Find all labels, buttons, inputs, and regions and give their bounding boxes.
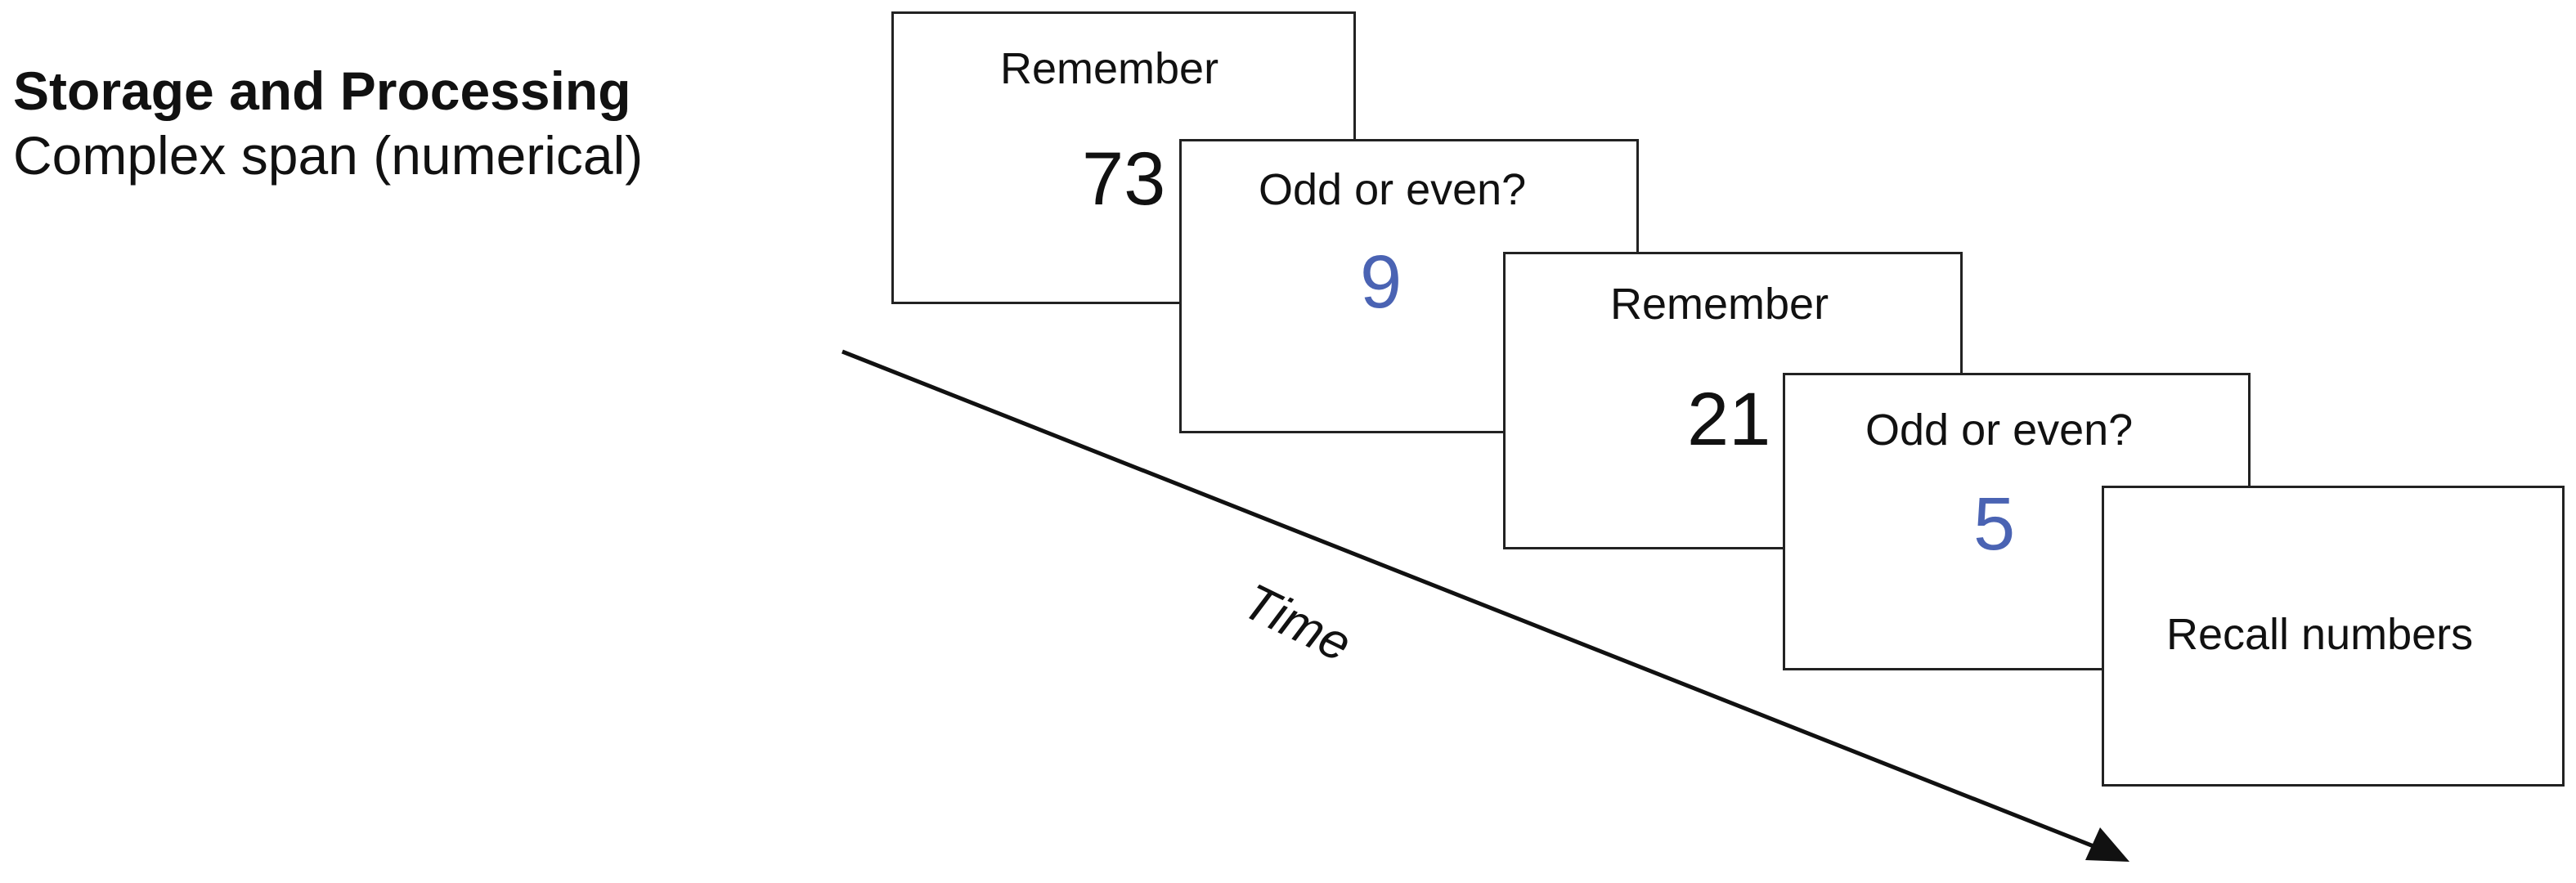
screen-prompt: Recall numbers: [2166, 610, 2474, 659]
memory-item: 73: [1082, 137, 1166, 221]
time-arrow-line: [841, 349, 2094, 849]
processing-digit: 5: [1973, 482, 2016, 566]
screen-prompt: Odd or even?: [1259, 165, 1527, 214]
screen-prompt: Odd or even?: [1865, 406, 2134, 455]
diagram-heading: Storage and Processing Complex span (num…: [13, 59, 643, 188]
processing-digit: 9: [1360, 240, 1402, 324]
time-arrowhead: [2085, 827, 2129, 862]
diagram-subtitle: Complex span (numerical): [13, 125, 644, 186]
diagram-title: Storage and Processing: [13, 61, 631, 121]
memory-item: 21: [1687, 378, 1771, 461]
screen-prompt: Remember: [1610, 280, 1829, 329]
screen-prompt: Remember: [1000, 44, 1219, 93]
screen-recall: Recall numbers: [2102, 486, 2565, 787]
